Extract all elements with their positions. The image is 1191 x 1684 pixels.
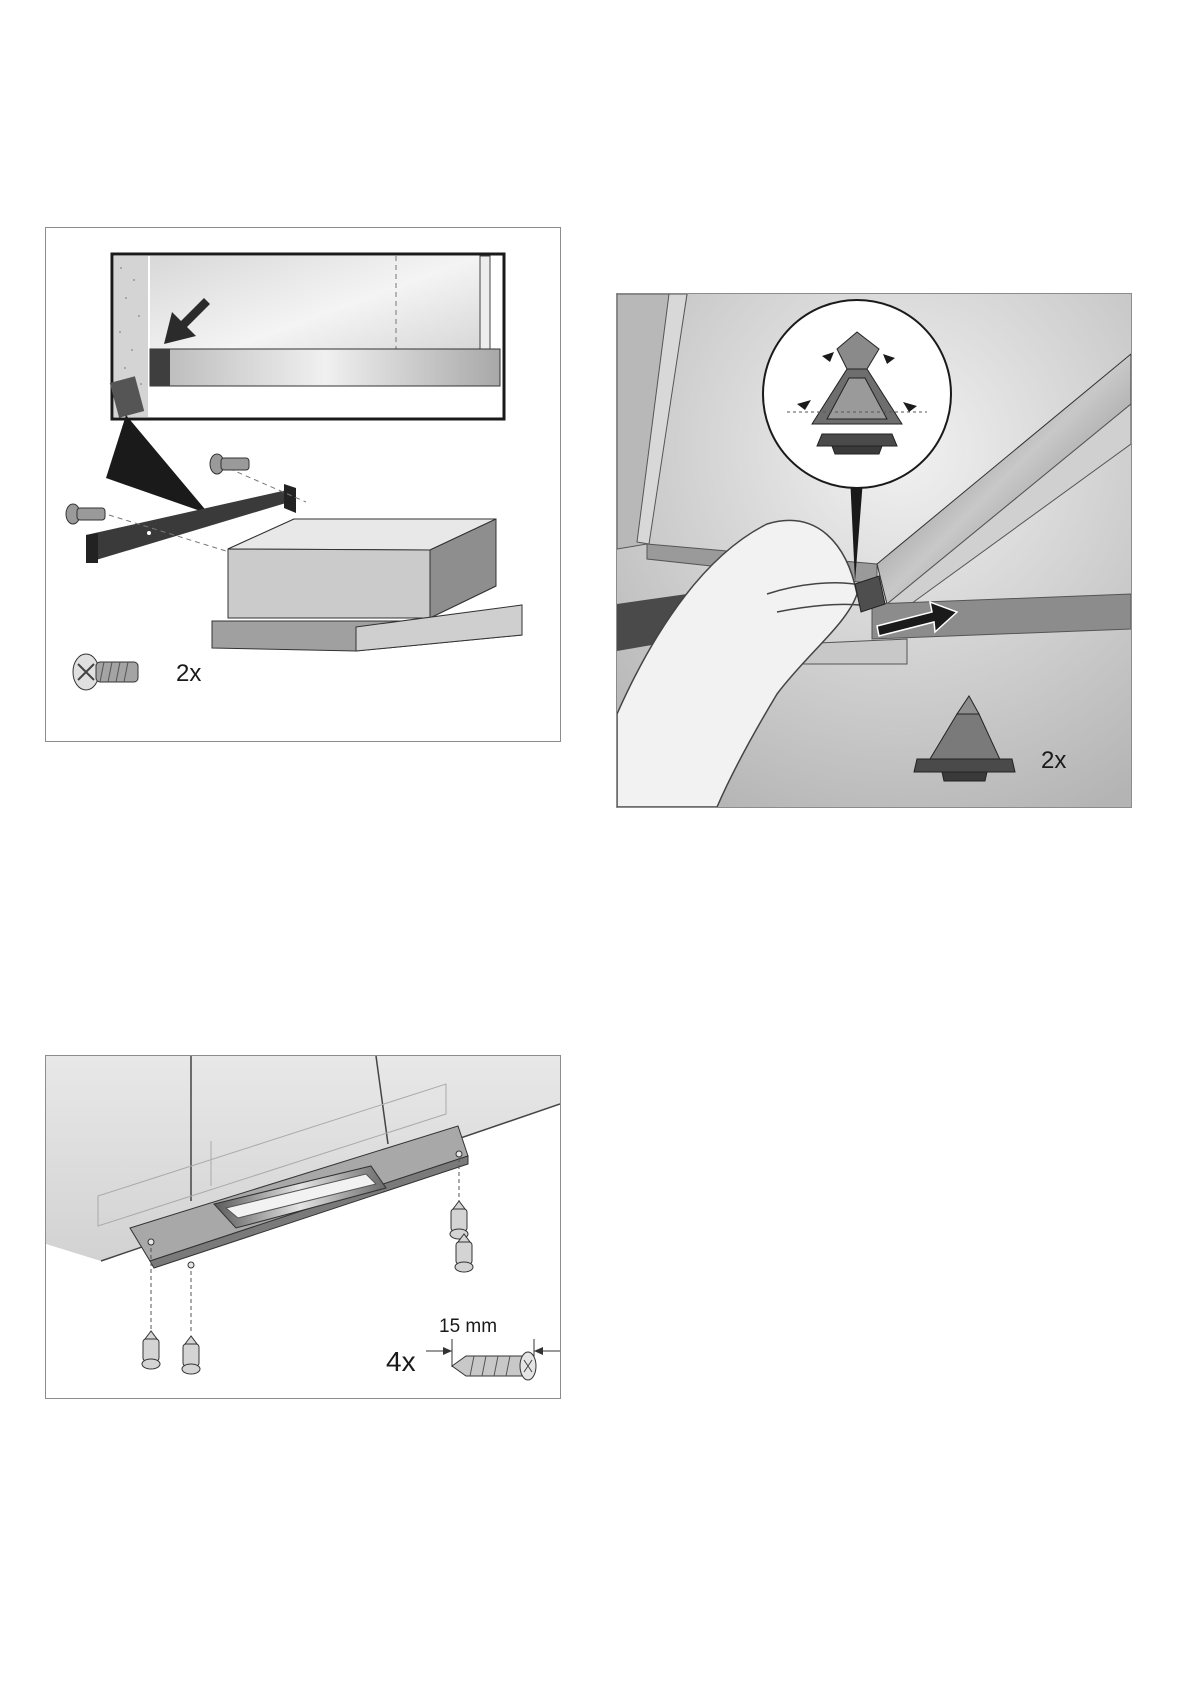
figure-clip-insertion: 2x — [616, 293, 1132, 808]
illustration-bracket — [46, 228, 560, 741]
quantity-label: 4x — [386, 1348, 416, 1376]
figure-rear-bracket: 2x — [45, 227, 561, 742]
dimension-label: 15 mm — [439, 1317, 497, 1336]
quantity-label: 2x — [176, 662, 201, 686]
illustration-clip — [617, 294, 1131, 807]
figure-ceiling-fixing: 15 mm 4x — [45, 1055, 561, 1399]
illustration-ceiling — [46, 1056, 560, 1398]
quantity-label: 2x — [1041, 749, 1066, 773]
screw-icon — [73, 654, 138, 690]
